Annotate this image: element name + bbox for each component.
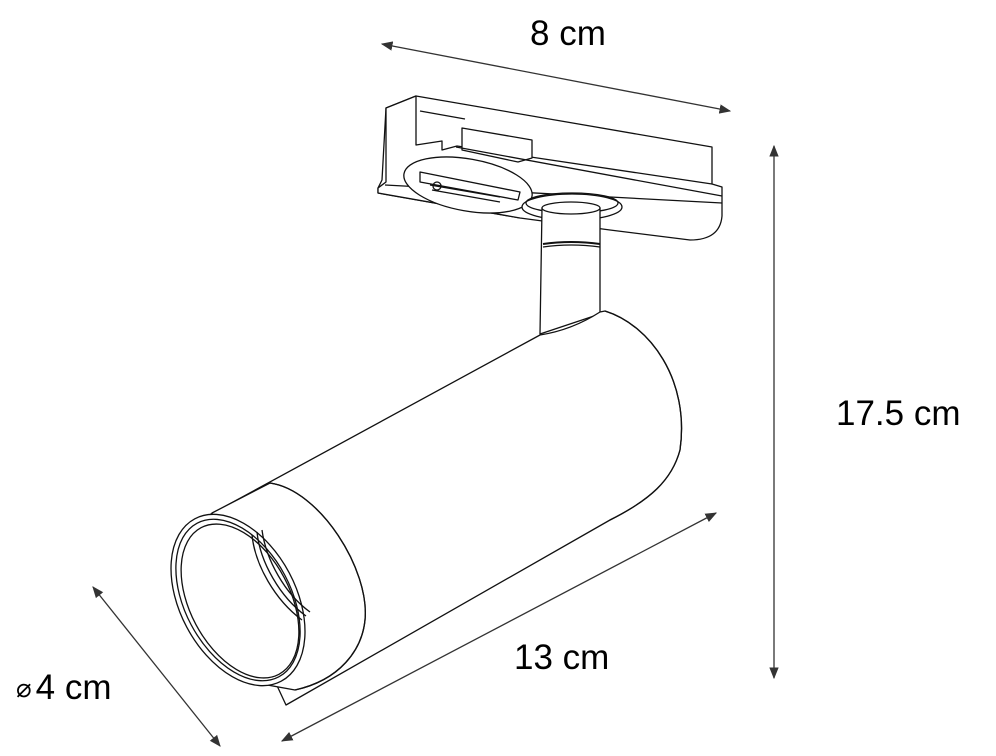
width-dimension-label: 8 cm <box>530 14 606 53</box>
diameter-dimension-label: 4 cm <box>35 668 112 707</box>
width-arrow <box>380 41 732 114</box>
track-adapter <box>377 95 723 241</box>
front-bezel <box>170 482 366 691</box>
lamp-illustration <box>170 95 723 706</box>
diameter-dimension: ⌀ 4 cm <box>16 670 112 705</box>
length-arrow <box>280 512 718 742</box>
diameter-symbol-icon: ⌀ <box>16 672 32 703</box>
diameter-arrow <box>92 586 221 747</box>
dimension-arrows <box>92 41 779 747</box>
length-dimension-label: 13 cm <box>514 638 610 677</box>
height-dimension-label: 17.5 cm <box>836 394 961 433</box>
